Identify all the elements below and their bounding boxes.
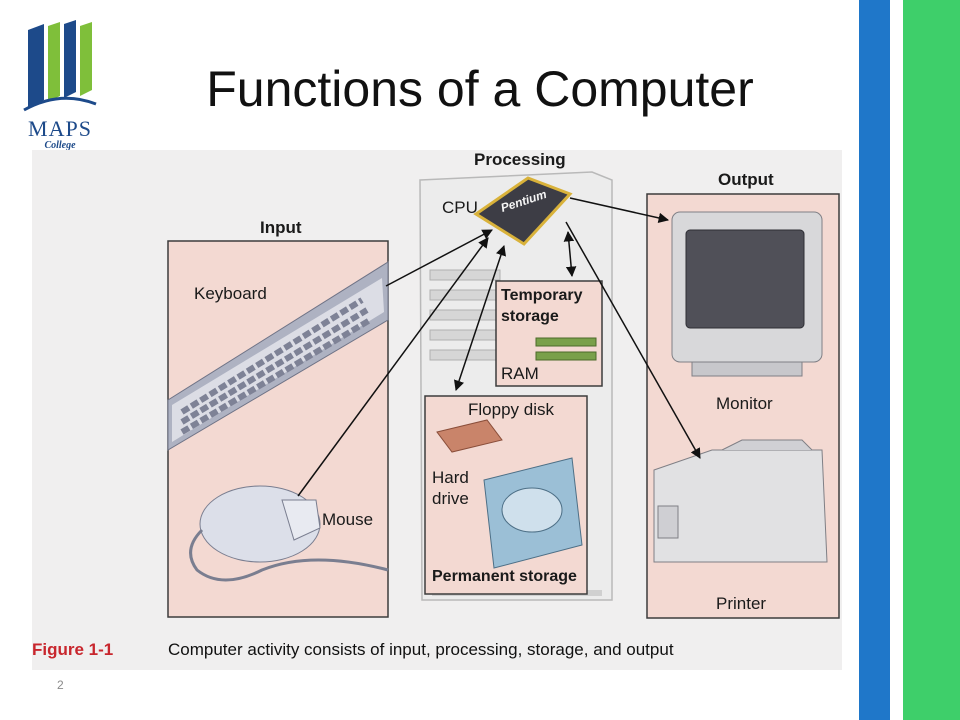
cpu-chip-icon xyxy=(473,176,573,246)
monitor-illustration xyxy=(671,211,823,377)
cpu-label: CPU xyxy=(442,198,478,217)
mouse-label: Mouse xyxy=(322,510,374,529)
slide-title: Functions of a Computer xyxy=(206,61,754,117)
temporary-storage-label-line2: storage xyxy=(501,308,559,325)
keyboard-label: Keyboard xyxy=(194,284,267,303)
keyboard-illustration xyxy=(167,261,389,451)
input-label: Input xyxy=(260,218,302,237)
accent-bar-gap xyxy=(890,0,903,720)
flow-arrows xyxy=(297,197,701,497)
hard-drive-icon xyxy=(483,457,583,569)
output-label: Output xyxy=(718,170,774,189)
figure-number: Figure 1-1 xyxy=(32,640,114,659)
ram-module-icon xyxy=(535,337,597,361)
page-number: 2 xyxy=(57,678,64,692)
computer-functions-figure: Processing CPU Pentium Input Keyboard Mo… xyxy=(32,150,842,670)
monitor-label: Monitor xyxy=(716,394,773,413)
printer-illustration xyxy=(653,439,828,563)
output-panel xyxy=(646,193,840,619)
hard-drive-label-line1: Hard xyxy=(432,468,469,487)
floppy-disk-label: Floppy disk xyxy=(468,400,554,419)
logo-subtitle: College xyxy=(44,140,76,151)
floppy-disk-icon xyxy=(436,419,503,453)
processing-label: Processing xyxy=(474,150,566,169)
book-logo-icon xyxy=(23,20,97,112)
temporary-storage-label-line1: Temporary xyxy=(501,287,583,304)
blue-accent-bar xyxy=(859,0,890,720)
college-logo: MAPS College xyxy=(20,20,100,151)
permanent-storage-label: Permanent storage xyxy=(432,568,577,585)
figure-caption: Computer activity consists of input, pro… xyxy=(168,640,674,659)
mouse-illustration xyxy=(189,485,389,582)
ram-label: RAM xyxy=(501,364,539,383)
hard-drive-label-line2: drive xyxy=(432,489,469,508)
figure-illustration xyxy=(167,171,840,619)
permanent-storage-panel xyxy=(424,395,588,595)
green-accent-bar xyxy=(903,0,960,720)
input-panel xyxy=(167,240,389,618)
printer-label: Printer xyxy=(716,594,767,613)
logo-name: MAPS xyxy=(28,116,92,141)
temporary-storage-panel xyxy=(495,280,603,387)
